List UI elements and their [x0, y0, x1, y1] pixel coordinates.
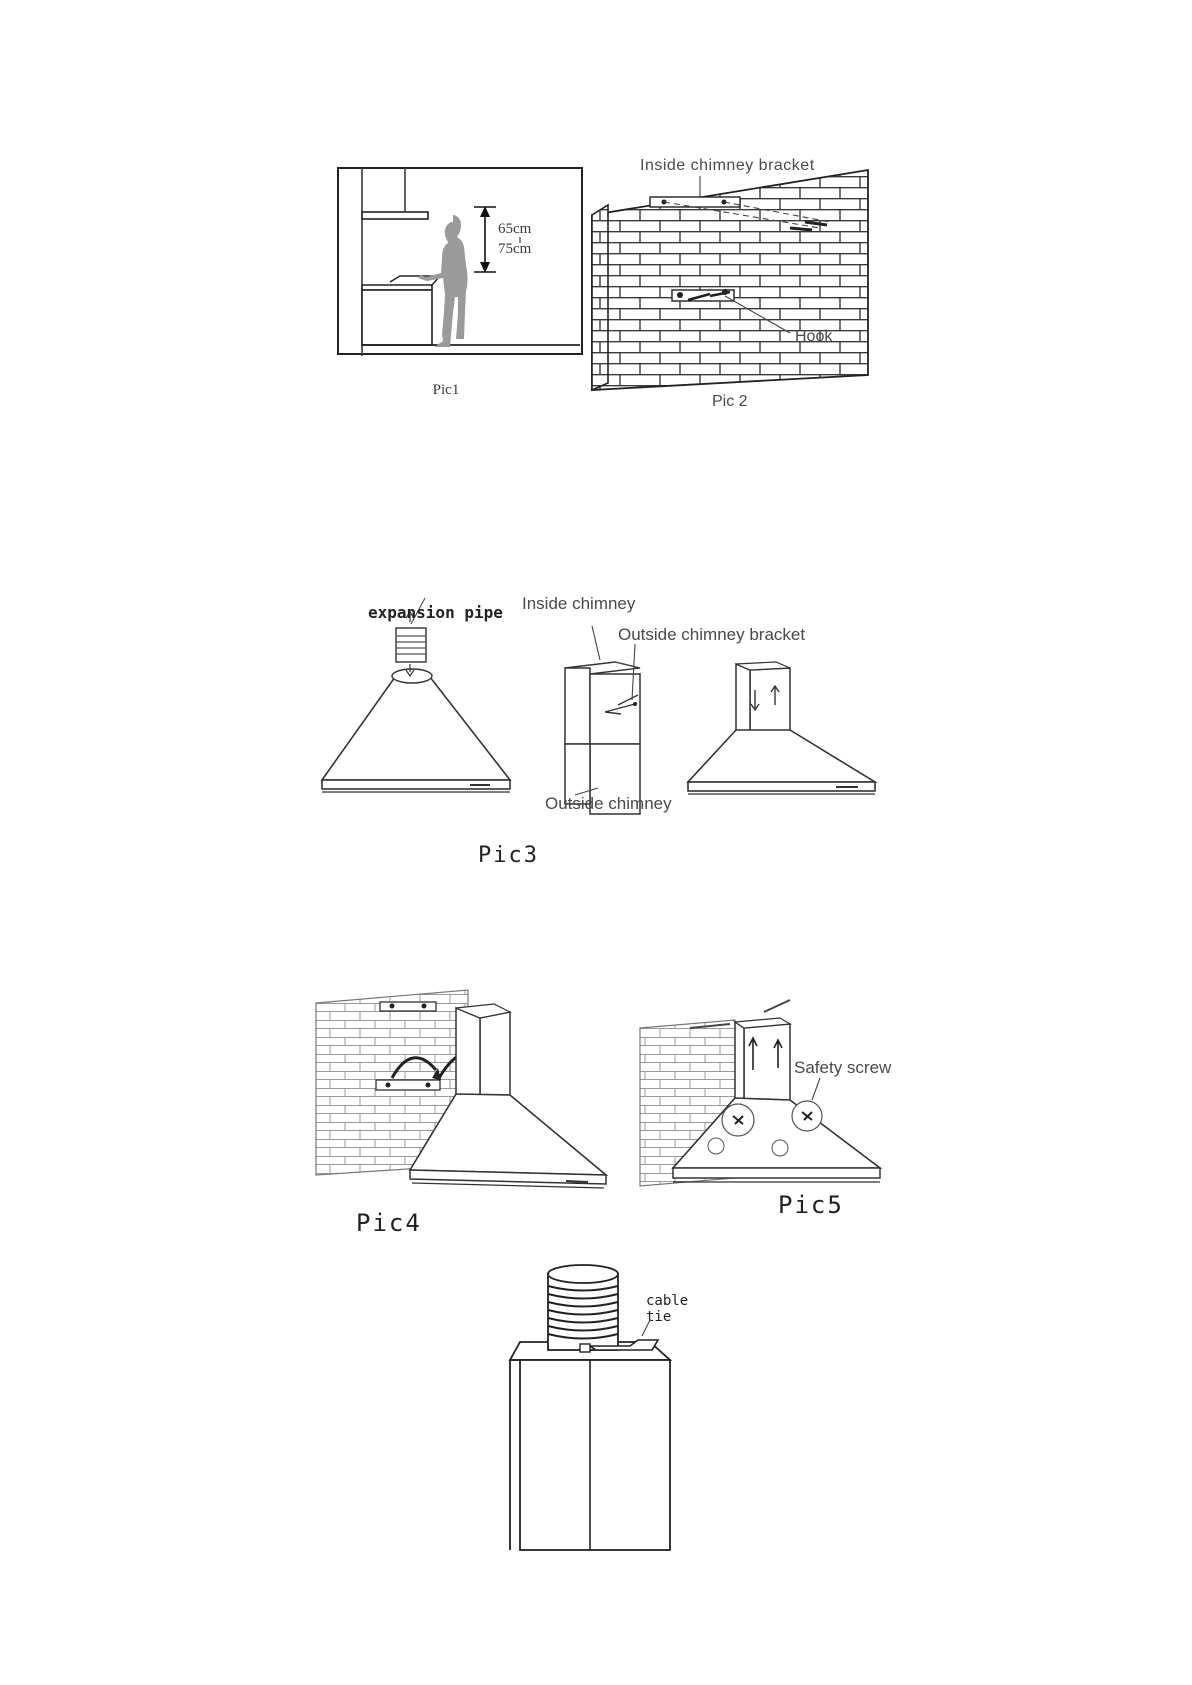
pic2-hook-label: Hook — [795, 328, 833, 345]
pic5-safety-screw-label: Safety screw — [794, 1058, 892, 1077]
pic3-expansion-pipe-label: expansion pipe — [368, 603, 503, 622]
pic6-cable-tie-label-line1: cable — [646, 1293, 688, 1309]
pic5-figure: Safety screw Pic5 — [640, 1000, 892, 1219]
pic4-figure: Pic4 — [316, 990, 606, 1237]
pic2-bracket-label: Inside chimney bracket — [640, 157, 815, 174]
pic1-caption: Pic1 — [433, 382, 460, 398]
pic3-caption: Pic3 — [478, 843, 539, 868]
pic3-outside-bracket-label: Outside chimney bracket — [618, 625, 805, 644]
pic4-caption: Pic4 — [356, 1209, 422, 1237]
pic6-cable-tie-label-line2: tie — [646, 1309, 671, 1325]
pic3-figure: expansion pipe Inside chimney Outside ch… — [322, 594, 875, 868]
pic2-figure: Inside chimney bracket Hook Pic 2 — [592, 157, 868, 410]
inside-chimney — [565, 668, 590, 744]
chimney-box — [520, 1360, 670, 1550]
pic2-caption: Pic 2 — [712, 393, 748, 410]
kitchen-counter — [362, 290, 432, 345]
pic6-figure: cable tie — [510, 1265, 688, 1550]
pic3-hood-right — [688, 662, 875, 794]
flexible-duct — [548, 1265, 618, 1350]
pic1-height-max: 75cm — [498, 241, 532, 257]
pic3-inside-chimney-label: Inside chimney — [522, 594, 636, 613]
pic1-figure: 65cm 75cm Pic1 — [338, 168, 582, 398]
cooker-hood-shelf — [362, 212, 428, 219]
pic3-hood-left: expansion pipe — [322, 598, 510, 792]
pic1-height-min: 65cm — [498, 221, 532, 237]
pic3-outside-chimney-label: Outside chimney — [545, 794, 672, 813]
pic5-caption: Pic5 — [778, 1191, 844, 1219]
